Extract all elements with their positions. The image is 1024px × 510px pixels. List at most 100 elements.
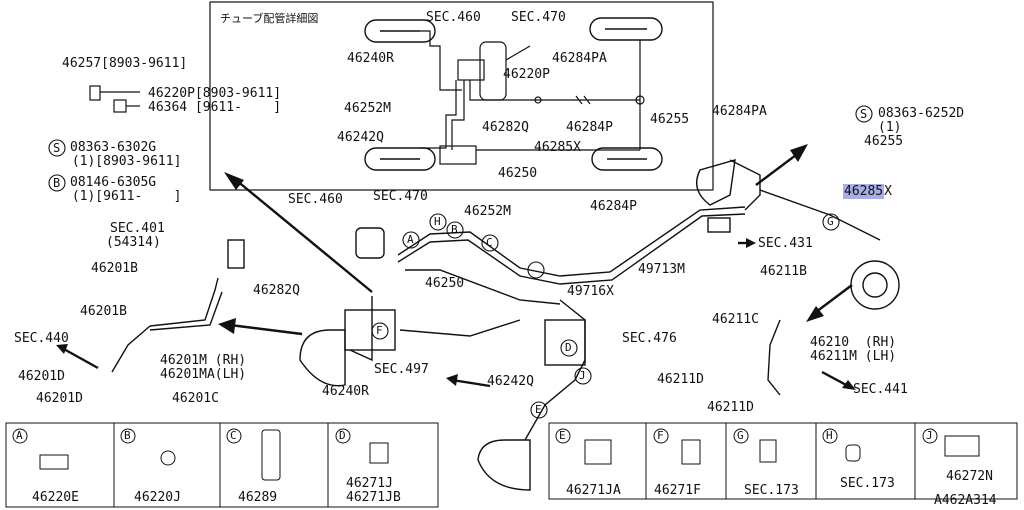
b-circle-left: B (53, 176, 61, 190)
highlighted-part-number[interactable]: 46285 (843, 184, 885, 199)
label-sec476: SEC.476 (622, 331, 677, 346)
legend-d-letter: D (339, 429, 346, 442)
label-46255: 46255 (864, 134, 904, 149)
label-54314: (54314) (106, 235, 161, 250)
label-49716X: 49716X (567, 284, 614, 299)
label-46285X: 46285X (843, 184, 892, 199)
label-46201B-mid: 46201B (80, 304, 127, 319)
callout-d: D (565, 341, 572, 354)
legend-j-letter: J (926, 429, 933, 442)
legend-f-part: 46271F (654, 483, 701, 498)
label-46284P: 46284P (590, 199, 637, 214)
label-46210: 46210 (RH) (810, 335, 897, 350)
s-circle-left: S (53, 141, 61, 155)
label-08146-6305G: 08146-6305G (70, 175, 157, 190)
label-sec440: SEC.440 (14, 331, 69, 346)
inset-46284PA: 46284PA (552, 51, 607, 66)
label-46211M: 46211M (LH) (810, 349, 897, 364)
legend-d-part: 46271J (346, 476, 393, 491)
legend-d-part2: 46271JB (346, 490, 401, 505)
label-46201D-a: 46201D (18, 369, 65, 384)
label-46220P-left: 46220P[8903-9611] (148, 86, 282, 101)
callout-c: C (486, 236, 493, 249)
label-46201MA: 46201MA(LH) (160, 367, 247, 382)
label-08363-qty: (1)[8903-9611] (64, 154, 182, 169)
legend-c-letter: C (230, 429, 237, 442)
label-08146-qty: (1)[9611- ] (64, 189, 182, 204)
callout-g: G (827, 215, 834, 228)
label-46364: 46364 [9611- ] (148, 100, 282, 115)
label-08363-6302G: 08363-6302G (70, 140, 157, 155)
label-46211B: 46211B (760, 264, 807, 279)
inset-46250: 46250 (498, 166, 538, 181)
label-46201D-b: 46201D (36, 391, 83, 406)
label-sec497: SEC.497 (374, 362, 429, 377)
inset-46240R: 46240R (347, 51, 394, 66)
label-46211C: 46211C (712, 312, 759, 327)
legend-g-letter: G (737, 429, 744, 442)
legend-e-part: 46271JA (566, 483, 621, 498)
figure-code: A462A314 (934, 493, 997, 508)
callout-a: A (407, 233, 414, 246)
inset-wheel-rr (591, 147, 663, 171)
inset-46242Q: 46242Q (337, 130, 384, 145)
label-08363-6252D: 08363-6252D (878, 106, 965, 121)
legend-e-letter: E (559, 429, 566, 442)
legend-grid (5, 422, 1018, 508)
label-46282Q: 46282Q (253, 283, 300, 298)
label-46201B-top: 46201B (91, 261, 138, 276)
legend-b-letter: B (124, 429, 131, 442)
arrows (61, 151, 853, 389)
label-46242Q: 46242Q (487, 374, 534, 389)
legend-a-part: 46220E (32, 490, 79, 505)
left-parts (89, 85, 140, 113)
inset-wheel-fr (589, 17, 663, 41)
inset-piping (420, 30, 645, 165)
inset-wheel-fl (364, 19, 436, 43)
legend-h-letter: H (826, 429, 833, 442)
label-46201M: 46201M (RH) (160, 353, 247, 368)
label-08363-6252D-qty: (1) (878, 120, 902, 135)
inset-46255: 46255 (650, 112, 690, 127)
label-sec431: SEC.431 (758, 236, 813, 251)
label-46201C: 46201C (172, 391, 219, 406)
inset-frame (209, 1, 714, 191)
inset-title: チューブ配管詳細図 (220, 12, 319, 25)
s-circle-right: S (860, 107, 868, 121)
calipers (227, 159, 900, 491)
legend-j-part: 46272N (946, 469, 993, 484)
callout-h: H (434, 215, 441, 228)
main-tubes (111, 159, 881, 441)
label-46211D-b: 46211D (707, 400, 754, 415)
label-sec470: SEC.470 (373, 189, 428, 204)
label-46257: 46257[8903-9611] (62, 56, 188, 71)
legend-h-part: SEC.173 (840, 476, 895, 491)
legend-g-part: SEC.173 (744, 483, 799, 498)
arrowheads (56, 144, 856, 390)
inset-46282Q: 46282Q (482, 120, 529, 135)
callout-b: B (451, 223, 458, 236)
label-sec401: SEC.401 (110, 221, 165, 236)
inset-46252M: 46252M (344, 101, 391, 116)
callout-f: F (376, 324, 383, 337)
label-46240R: 46240R (322, 384, 369, 399)
callout-e: E (535, 403, 542, 416)
inset-46220P: 46220P (503, 67, 550, 82)
inset-wheel-rl (364, 147, 436, 171)
inset-sec470: SEC.470 (511, 10, 566, 25)
inset-sec460: SEC.460 (426, 10, 481, 25)
legend-b-part: 46220J (134, 490, 181, 505)
label-46284PA: 46284PA (712, 104, 767, 119)
label-49713M: 49713M (638, 262, 685, 277)
label-46252M: 46252M (464, 204, 511, 219)
label-sec460: SEC.460 (288, 192, 343, 207)
callout-j: J (579, 369, 586, 382)
label-46211D-a: 46211D (657, 372, 704, 387)
inset-46284P: 46284P (566, 120, 613, 135)
callout-circles (48, 105, 873, 419)
legend-c-part: 46289 (238, 490, 278, 505)
inset-46285X: 46285X (534, 140, 581, 155)
label-46250: 46250 (425, 276, 465, 291)
